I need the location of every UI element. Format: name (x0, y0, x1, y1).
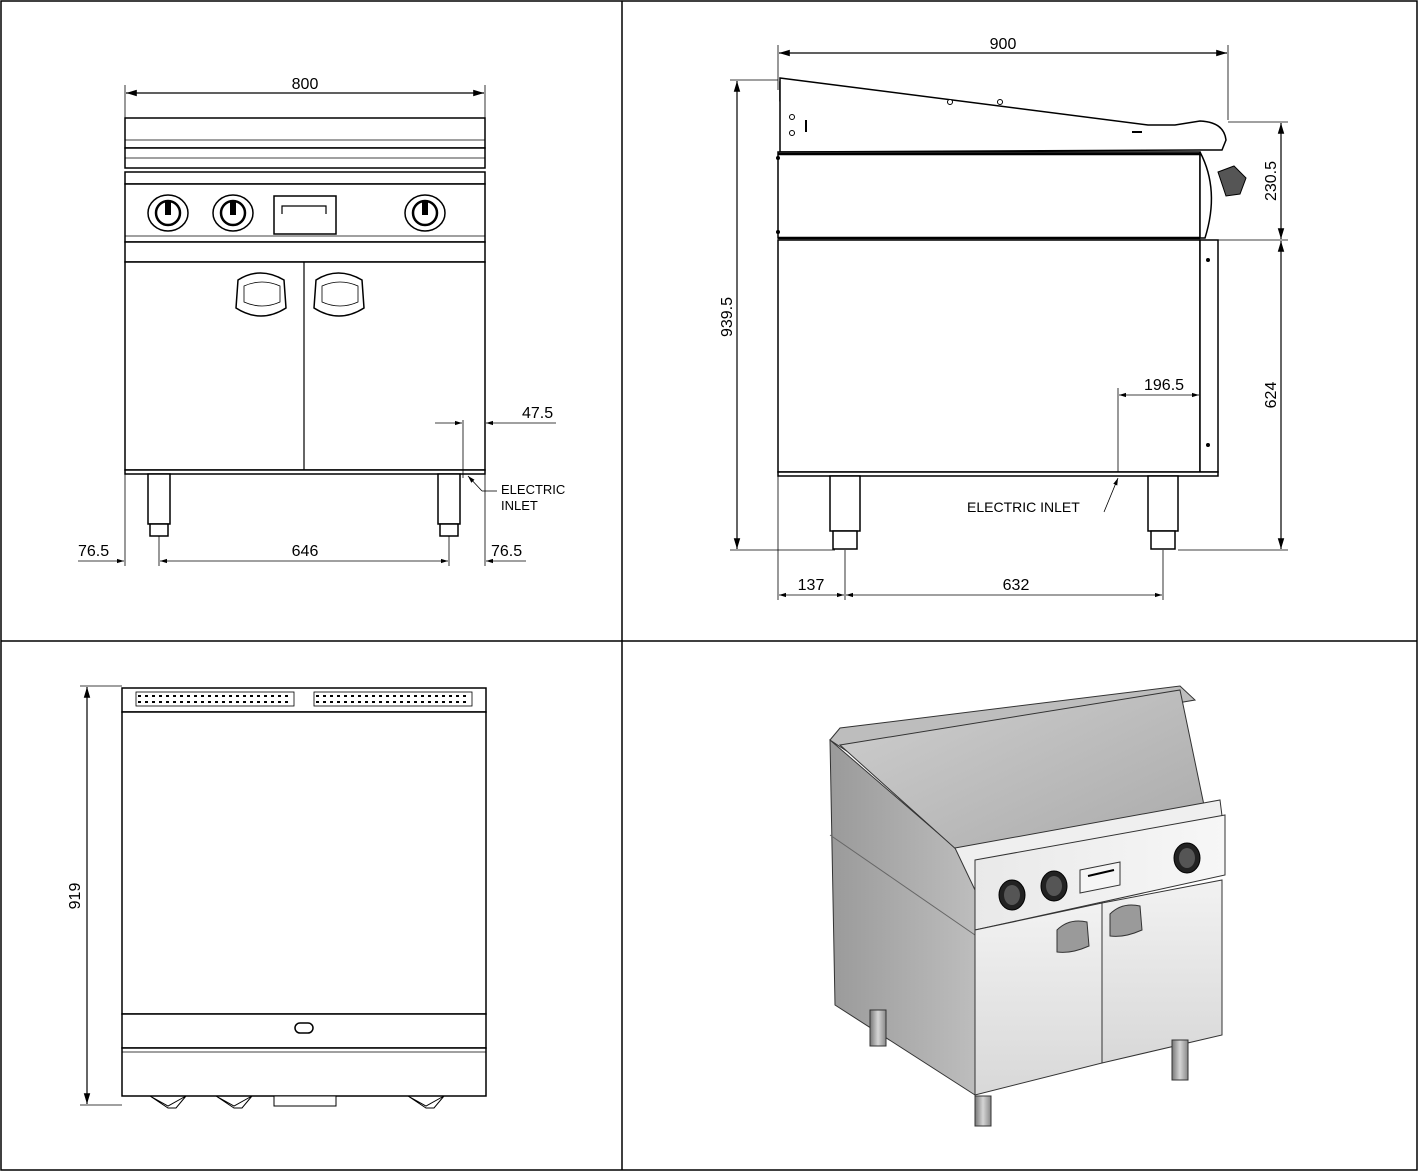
leg-right-dimension: 76.5 (491, 543, 522, 560)
control-knob-1 (147, 194, 189, 232)
leg-left-dimension: 76.5 (78, 543, 109, 560)
door-handle-right (313, 272, 365, 317)
iso-grease-drawer (1079, 861, 1121, 894)
side-leg-span-dimension: 632 (1003, 577, 1030, 594)
inlet-label-line-1: ELECTRIC (501, 482, 565, 497)
rear-vents (135, 691, 473, 707)
top-depth-dimension: 919 (67, 883, 84, 910)
door-handle-left (235, 272, 287, 317)
control-knob-2 (212, 194, 254, 232)
side-leg-rear (1147, 475, 1179, 550)
inlet-depth-dimension: 196.5 (1144, 377, 1184, 394)
leg-left (147, 473, 171, 537)
drain-hole (294, 1022, 314, 1034)
top-view-knobs (149, 1095, 445, 1109)
side-leg-front (829, 475, 861, 550)
inlet-offset-dimension: 47.5 (522, 405, 553, 422)
top-view: 919 (67, 685, 487, 1109)
top-height-dimension: 230.5 (1263, 161, 1280, 201)
side-view: 900 (719, 36, 1288, 600)
isometric-view (829, 685, 1226, 1127)
inlet-label-line-2: INLET (501, 498, 538, 513)
width-dimension: 800 (292, 76, 319, 93)
leg-right (437, 473, 461, 537)
side-knob (1217, 165, 1247, 197)
control-knob-3 (404, 194, 446, 232)
grease-drawer (273, 195, 337, 235)
leg-span-dimension: 646 (292, 543, 319, 560)
front-leg-dimension: 137 (798, 577, 825, 594)
side-inlet-label: ELECTRIC INLET (967, 499, 1080, 515)
iso-legs (869, 1009, 1189, 1127)
front-view: 800 (78, 76, 565, 566)
depth-dimension: 900 (990, 36, 1017, 53)
cabinet-height-dimension: 624 (1263, 382, 1280, 409)
height-dimension: 939.5 (719, 297, 736, 337)
